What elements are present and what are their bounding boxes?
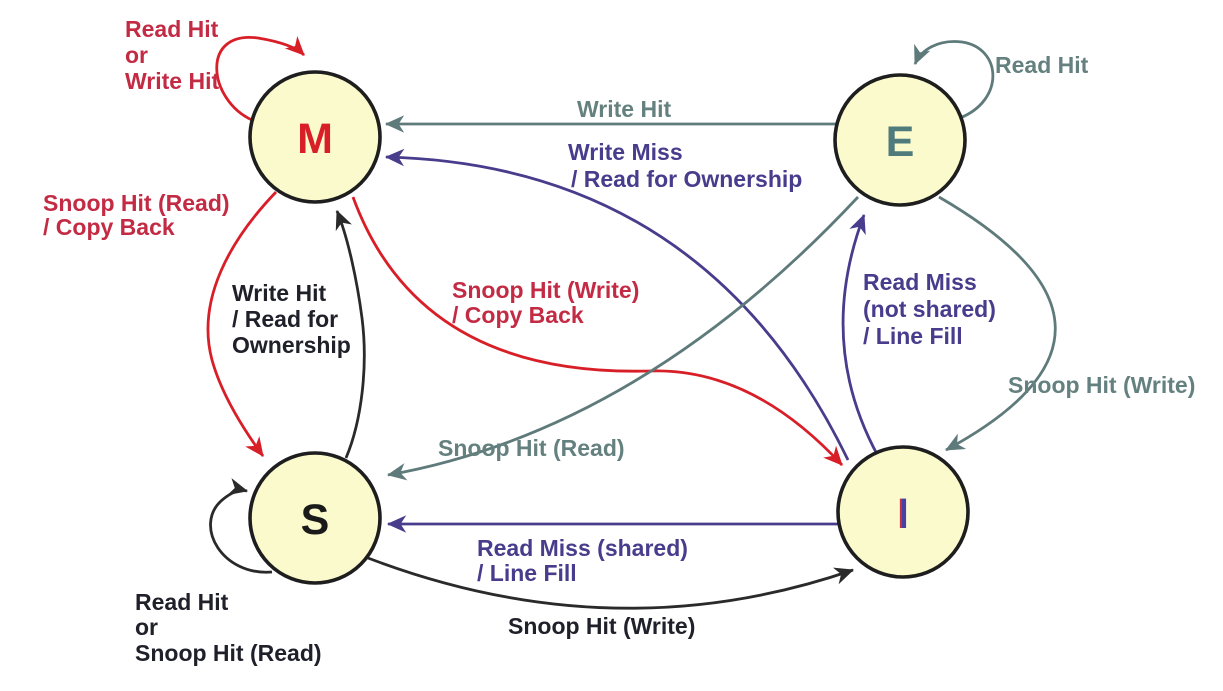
state-i-label: I	[897, 490, 909, 538]
i-to-s-label-line: Read Miss (shared)	[477, 535, 688, 561]
m-to-s-label-line: Snoop Hit (Read)	[43, 190, 230, 216]
s-self-arrow	[209, 478, 273, 574]
s-to-i-arrow	[367, 556, 854, 610]
m-self-label-line: Read Hit	[125, 16, 219, 42]
transition-s-self: Read Hit or Snoop Hit (Read)	[135, 478, 322, 666]
i-to-m-label-line: Write Miss	[568, 139, 683, 165]
s-to-m-label-line: Ownership	[232, 332, 351, 358]
e-self-arrow	[913, 40, 995, 120]
transition-i-to-s: Read Miss (shared) / Line Fill	[386, 515, 840, 586]
e-to-s-label-line: Snoop Hit (Read)	[438, 435, 625, 461]
s-to-m-label-line: / Read for	[232, 306, 338, 332]
transition-s-to-i: Snoop Hit (Write)	[367, 556, 854, 639]
transition-e-to-s: Snoop Hit (Read)	[386, 196, 860, 481]
i-to-m-arrow	[384, 148, 850, 461]
i-to-e-label-line: (not shared)	[863, 296, 996, 322]
i-to-e-arrow	[841, 214, 880, 457]
state-s-node	[248, 451, 382, 585]
i-to-e-label-line: / Line Fill	[863, 323, 963, 349]
transition-i-to-m: Write Miss / Read for Ownership	[384, 139, 850, 461]
m-to-s-label-line: / Copy Back	[43, 214, 175, 240]
state-i-node	[836, 445, 970, 579]
state-e-label: E	[886, 118, 915, 166]
state-m: M	[248, 70, 382, 204]
s-to-i-label-line: Snoop Hit (Write)	[508, 613, 695, 639]
i-to-e-label-line: Read Miss	[863, 269, 977, 295]
transition-m-to-s: Snoop Hit (Read) / Copy Back	[43, 190, 278, 457]
transition-e-self: Read Hit	[913, 40, 1089, 120]
state-s-label: S	[301, 496, 330, 544]
transition-m-to-i: Snoop Hit (Write) / Copy Back	[351, 196, 844, 466]
e-to-i-arrow	[938, 195, 1057, 452]
transition-i-to-e: Read Miss (not shared) / Line Fill	[841, 214, 996, 457]
s-self-label-line: Snoop Hit (Read)	[135, 640, 322, 666]
s-self-label-line: or	[135, 614, 158, 640]
state-i: I	[836, 445, 970, 579]
i-to-s-label-line: / Line Fill	[477, 560, 577, 586]
i-to-m-label-line: / Read for Ownership	[571, 166, 802, 192]
m-to-i-arrow	[351, 196, 844, 466]
m-self-label-line: or	[125, 42, 148, 68]
transition-e-to-i: Snoop Hit (Write)	[938, 195, 1195, 452]
m-to-s-arrow	[206, 191, 278, 457]
state-e: E	[833, 73, 967, 207]
m-self-arrow	[215, 35, 305, 122]
state-m-node	[248, 70, 382, 204]
m-self-label-line: Write Hit	[125, 68, 219, 94]
transition-m-self: Read Hit or Write Hit	[125, 16, 305, 122]
s-self-label-line: Read Hit	[135, 589, 229, 615]
s-to-m-arrow	[335, 210, 366, 459]
state-m-label: M	[297, 115, 333, 163]
state-s: S	[248, 451, 382, 585]
s-to-m-label-line: Write Hit	[232, 280, 326, 306]
transition-s-to-m: Write Hit / Read for Ownership	[232, 210, 366, 459]
transition-e-to-m: Write Hit	[384, 96, 836, 133]
e-to-m-label-line: Write Hit	[577, 96, 671, 122]
m-to-i-label-line: Snoop Hit (Write)	[452, 277, 639, 303]
state-e-node	[833, 73, 967, 207]
e-self-label-line: Read Hit	[995, 52, 1089, 78]
e-to-i-label-line: Snoop Hit (Write)	[1008, 372, 1195, 398]
e-to-s-arrow	[386, 196, 860, 481]
m-to-i-label-line: / Copy Back	[452, 302, 584, 328]
